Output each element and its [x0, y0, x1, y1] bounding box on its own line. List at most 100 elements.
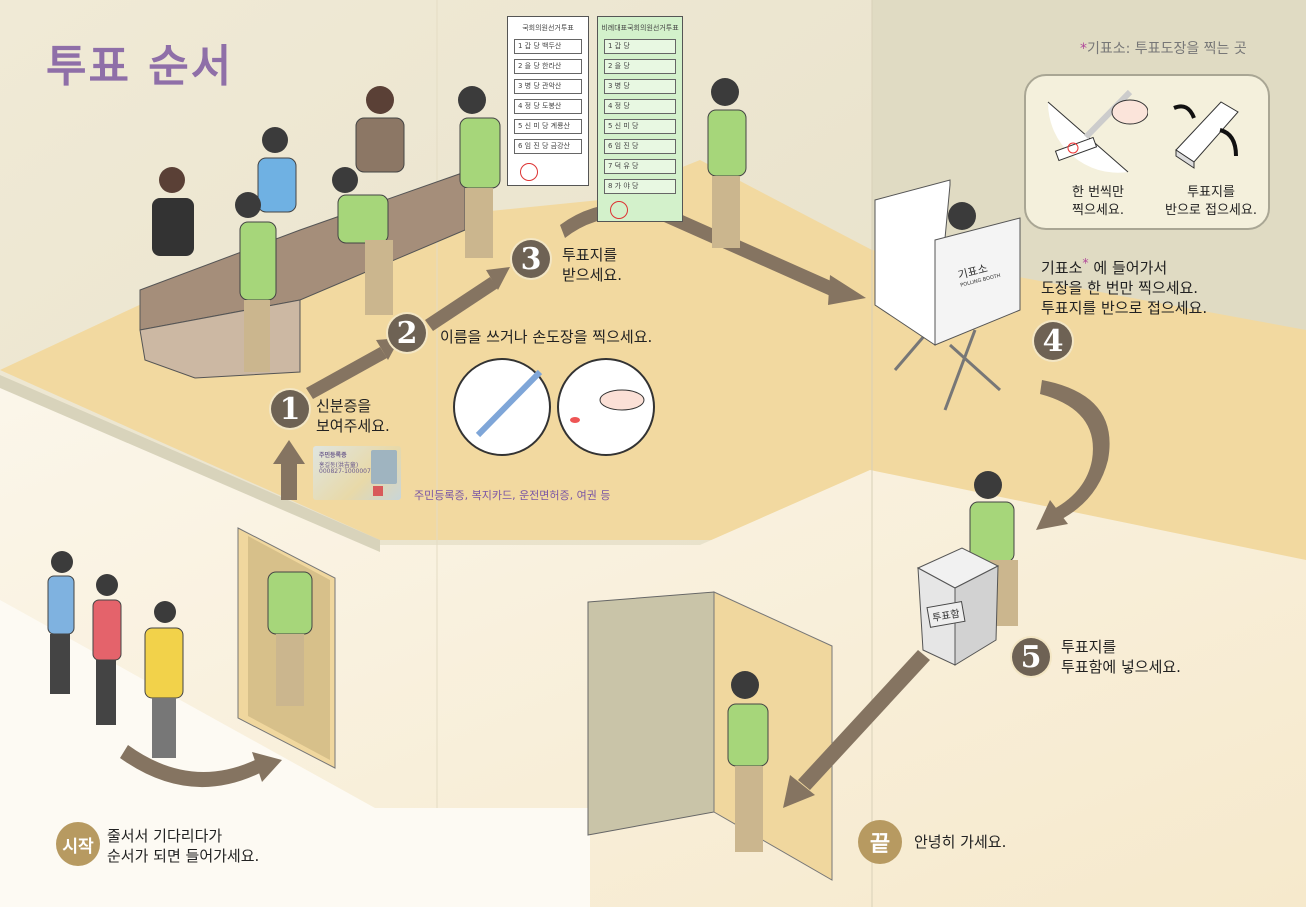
ballot-local-row: 6 임 진 당 금강산 [514, 139, 582, 154]
official-stamp-icon [520, 163, 538, 181]
step-4-line1-rest: 에 들어가서 [1088, 259, 1168, 277]
step-4-text: 기표소* 에 들어가서 도장을 한 번만 찍으세요. 투표지를 반으로 접으세요… [1041, 253, 1207, 318]
step-start-text: 줄서서 기다리다가 순서가 되면 들어가세요. [107, 826, 259, 866]
arrow-5-to-end [798, 650, 930, 790]
step-2-text: 이름을 쓰거나 손도장을 찍으세요. [440, 328, 653, 346]
stamping-illustration [1047, 89, 1148, 173]
id-examples: 주민등록증, 복지카드, 운전면허증, 여권 등 [414, 489, 611, 502]
arrow-start-to-1 [281, 462, 297, 500]
tip-right-line: 투표지를 [1187, 185, 1235, 200]
thumb-icon [599, 389, 645, 411]
id-card-title: 주민등록증 [319, 452, 347, 459]
folding-illustration [1173, 101, 1239, 169]
step-end-text: 안녕히 가세요. [914, 833, 1007, 851]
tip-left-line: 찍으세요. [1072, 203, 1124, 218]
footnote: *기표소: 투표도장을 찍는 곳 [1080, 38, 1247, 58]
arrow-head-queue [252, 752, 282, 782]
id-card-number: 000827-1000007 [319, 468, 371, 475]
ballot-pr-row: 8 가 야 당 [604, 179, 676, 194]
people [47, 78, 1018, 852]
arrow-head-end [783, 775, 815, 808]
arrow-head-1 [273, 440, 305, 464]
ballot-pr-row: 1 갑 당 [604, 39, 676, 54]
flow-arrows [120, 202, 1110, 808]
ballot-pr-title: 비례대표국회의원선거투표 [601, 24, 679, 32]
step-5-badge: 5 [1012, 638, 1050, 676]
arrow-head-3 [486, 267, 510, 290]
person-queue-1 [47, 551, 75, 694]
step-1-text: 신분증을 보여주세요. [316, 396, 390, 436]
step-4-line: 도장을 한 번만 찍으세요. [1041, 279, 1199, 297]
ballot-pr-row: 7 덕 유 당 [604, 159, 676, 174]
person-voter-desk-3 [458, 86, 501, 258]
person-walking-ballot [707, 78, 747, 248]
step-5-line: 투표지를 [1061, 638, 1117, 656]
step-1-line: 신분증을 [316, 397, 372, 415]
tip-bubble: 한 번씩만 찍으세요. 투표지를 반으로 접으세요. [1024, 74, 1270, 230]
step-4-marker: * [1082, 255, 1089, 270]
ballot-local-row: 2 을 당 한라산 [514, 59, 582, 74]
step-5-text: 투표지를 투표함에 넣으세요. [1061, 637, 1181, 677]
step-5-line: 투표함에 넣으세요. [1061, 658, 1181, 676]
polling-booth [874, 179, 1021, 411]
tip-left-line: 한 번씩만 [1072, 185, 1124, 200]
step-1-line: 보여주세요. [316, 417, 390, 435]
arrow-2-to-3 [425, 277, 498, 331]
ballot-local-row: 3 병 당 관악산 [514, 79, 582, 94]
step-4-line: 투표지를 반으로 접으세요. [1041, 299, 1208, 317]
person-entering [267, 571, 313, 706]
step-3-line: 받으세요. [562, 266, 622, 284]
ballot-pr-row: 5 신 미 당 [604, 119, 676, 134]
start-badge: 시작 [56, 822, 100, 866]
arrow-queue-to-door [120, 745, 262, 788]
person-queue-3 [144, 601, 184, 758]
arrow-3-to-4 [560, 202, 840, 298]
hand-icon [1111, 99, 1148, 125]
person-staff-1 [152, 167, 194, 256]
ballot-pr-row: 6 임 진 당 [604, 139, 676, 154]
tip-left-caption: 한 번씩만 찍으세요. [1048, 184, 1148, 220]
corridor-floor [0, 600, 590, 907]
footnote-marker: * [1080, 41, 1087, 57]
page-title: 투표 순서 [46, 41, 234, 92]
fold-arrow-icon [1219, 128, 1238, 157]
ballot-local-row: 5 신 미 당 계룡산 [514, 119, 582, 134]
fold-arrow-icon [1173, 104, 1196, 119]
footnote-text: 기표소: 투표도장을 찍는 곳 [1087, 41, 1247, 57]
person-staff-2 [257, 127, 297, 213]
step-3-line: 투표지를 [562, 246, 618, 264]
step-4-badge: 4 [1034, 322, 1072, 360]
person-staff-3 [355, 86, 405, 173]
tip-right-line: 반으로 접으세요. [1165, 203, 1257, 218]
pencil-icon [475, 369, 543, 438]
ballot-proportional: 비례대표국회의원선거투표 1 갑 당 2 을 당 3 병 당 4 정 당 5 신… [597, 16, 683, 222]
thumbprint-mark [570, 417, 580, 423]
id-card: 주민등록증 홍길동(洪吉童) 000827-1000007 [313, 446, 401, 500]
step-4-booth-word: 기표소 [1041, 259, 1083, 277]
step-start-line: 순서가 되면 들어가세요. [107, 847, 260, 865]
tip-right-caption: 투표지를 반으로 접으세요. [1154, 184, 1268, 220]
ballot-local-row: 1 갑 당 백두산 [514, 39, 582, 54]
ballot-pr-row: 4 정 당 [604, 99, 676, 114]
stamp-illustrations [453, 358, 655, 456]
ballot-pr-row: 3 병 당 [604, 79, 676, 94]
arrow-1-to-2 [306, 347, 387, 399]
step-start-line: 줄서서 기다리다가 [107, 827, 223, 845]
step-3-text: 투표지를 받으세요. [562, 245, 622, 285]
step-1-badge: 1 [271, 390, 309, 428]
ballot-box [916, 547, 1000, 666]
exit-door [587, 591, 715, 836]
id-photo [371, 450, 397, 484]
step-3-badge: 3 [512, 240, 550, 278]
arrow-head-4 [828, 275, 866, 305]
ballot-local-title: 국회의원선거투표 [522, 24, 574, 32]
ballot-local: 국회의원선거투표 1 갑 당 백두산 2 을 당 한라산 3 병 당 관악산 4… [507, 16, 589, 186]
arrow-head-5 [1036, 500, 1068, 530]
person-exiting [727, 671, 769, 852]
arrow-4-to-5 [1040, 380, 1110, 520]
end-badge: 끝 [858, 820, 902, 864]
stamp-pen-icon [1083, 89, 1133, 140]
ballot-pr-row: 2 을 당 [604, 59, 676, 74]
person-queue-2 [92, 574, 122, 725]
id-card-name: 홍길동(洪吉童) [319, 462, 359, 469]
